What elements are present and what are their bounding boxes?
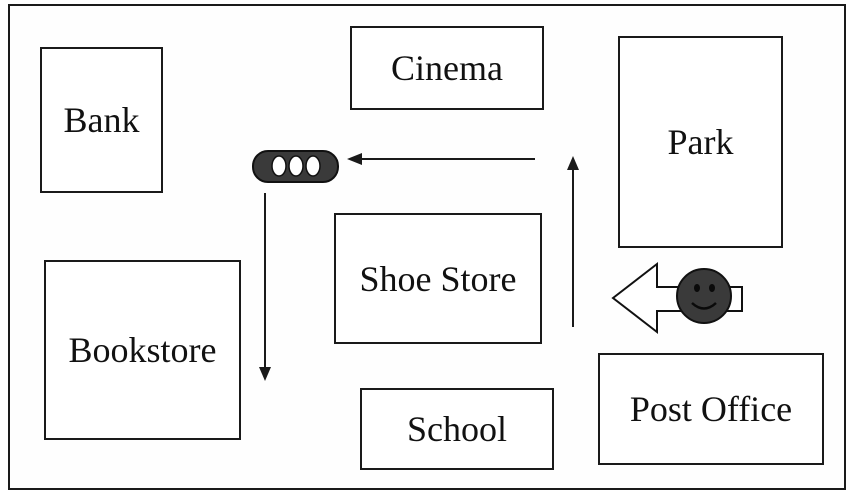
route-arrow-left: [347, 153, 535, 165]
label-park: Park: [667, 122, 734, 162]
label-bookstore: Bookstore: [68, 330, 217, 370]
label-school: School: [406, 409, 507, 449]
building-cinema: Cinema: [350, 26, 544, 110]
label-shoe-store: Shoe Store: [359, 258, 517, 299]
label-bank: Bank: [63, 100, 140, 140]
route-arrow-down: [259, 193, 271, 381]
route-arrow-up: [567, 156, 579, 327]
building-shoe-store: Shoe Store: [334, 213, 542, 344]
smiley-person-icon: [611, 261, 743, 335]
building-bookstore: Bookstore: [44, 260, 241, 440]
label-post-office: Post Office: [629, 389, 793, 429]
building-park: Park: [618, 36, 783, 248]
building-school: School: [360, 388, 554, 470]
building-bank: Bank: [40, 47, 163, 193]
label-cinema: Cinema: [391, 48, 503, 88]
building-post-office: Post Office: [598, 353, 824, 465]
traffic-light-icon: [252, 150, 339, 183]
